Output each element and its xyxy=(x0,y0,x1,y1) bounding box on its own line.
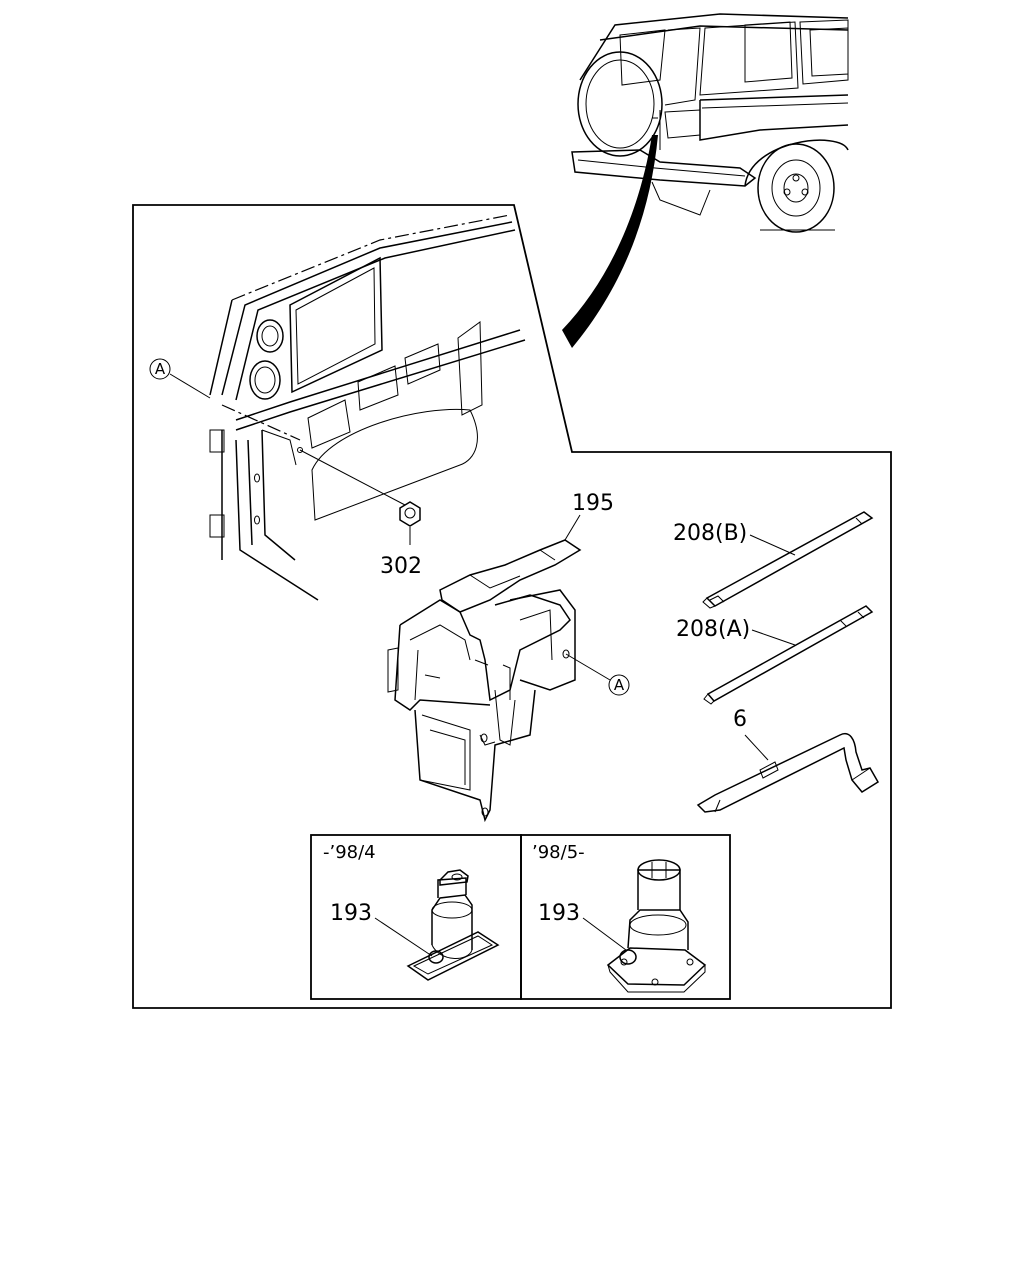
callout-a-right: A xyxy=(565,653,630,696)
label-208b: 208(B) xyxy=(673,521,747,546)
inset-jack-late: ’98/5- 193 xyxy=(520,834,731,1000)
wheel-wrench-6: 6 xyxy=(696,707,880,813)
inset-right-title: ’98/5- xyxy=(532,842,585,863)
inset-jack-early: -’98/4 193 xyxy=(310,834,522,1000)
nut-302: 302 xyxy=(299,449,422,579)
label-195: 195 xyxy=(572,491,614,516)
jack-cover-195: 195 xyxy=(387,491,614,823)
jack-handle-208a: 208(A) xyxy=(676,605,874,705)
label-193-late: 193 xyxy=(538,901,580,926)
location-pointer xyxy=(562,135,658,348)
callout-a-left: A xyxy=(149,358,211,399)
inset-left-title: -’98/4 xyxy=(323,842,376,863)
callout-a-left-text: A xyxy=(155,360,166,378)
detail-frame xyxy=(132,204,892,1009)
label-302: 302 xyxy=(380,554,422,579)
label-6: 6 xyxy=(733,707,747,732)
label-193-early: 193 xyxy=(330,901,372,926)
label-208a: 208(A) xyxy=(676,617,750,642)
jack-handle-208b: 208(B) xyxy=(673,511,874,609)
callout-a-right-text: A xyxy=(614,676,625,694)
vehicle-illustration xyxy=(571,13,849,233)
tailgate-panel xyxy=(209,214,526,601)
